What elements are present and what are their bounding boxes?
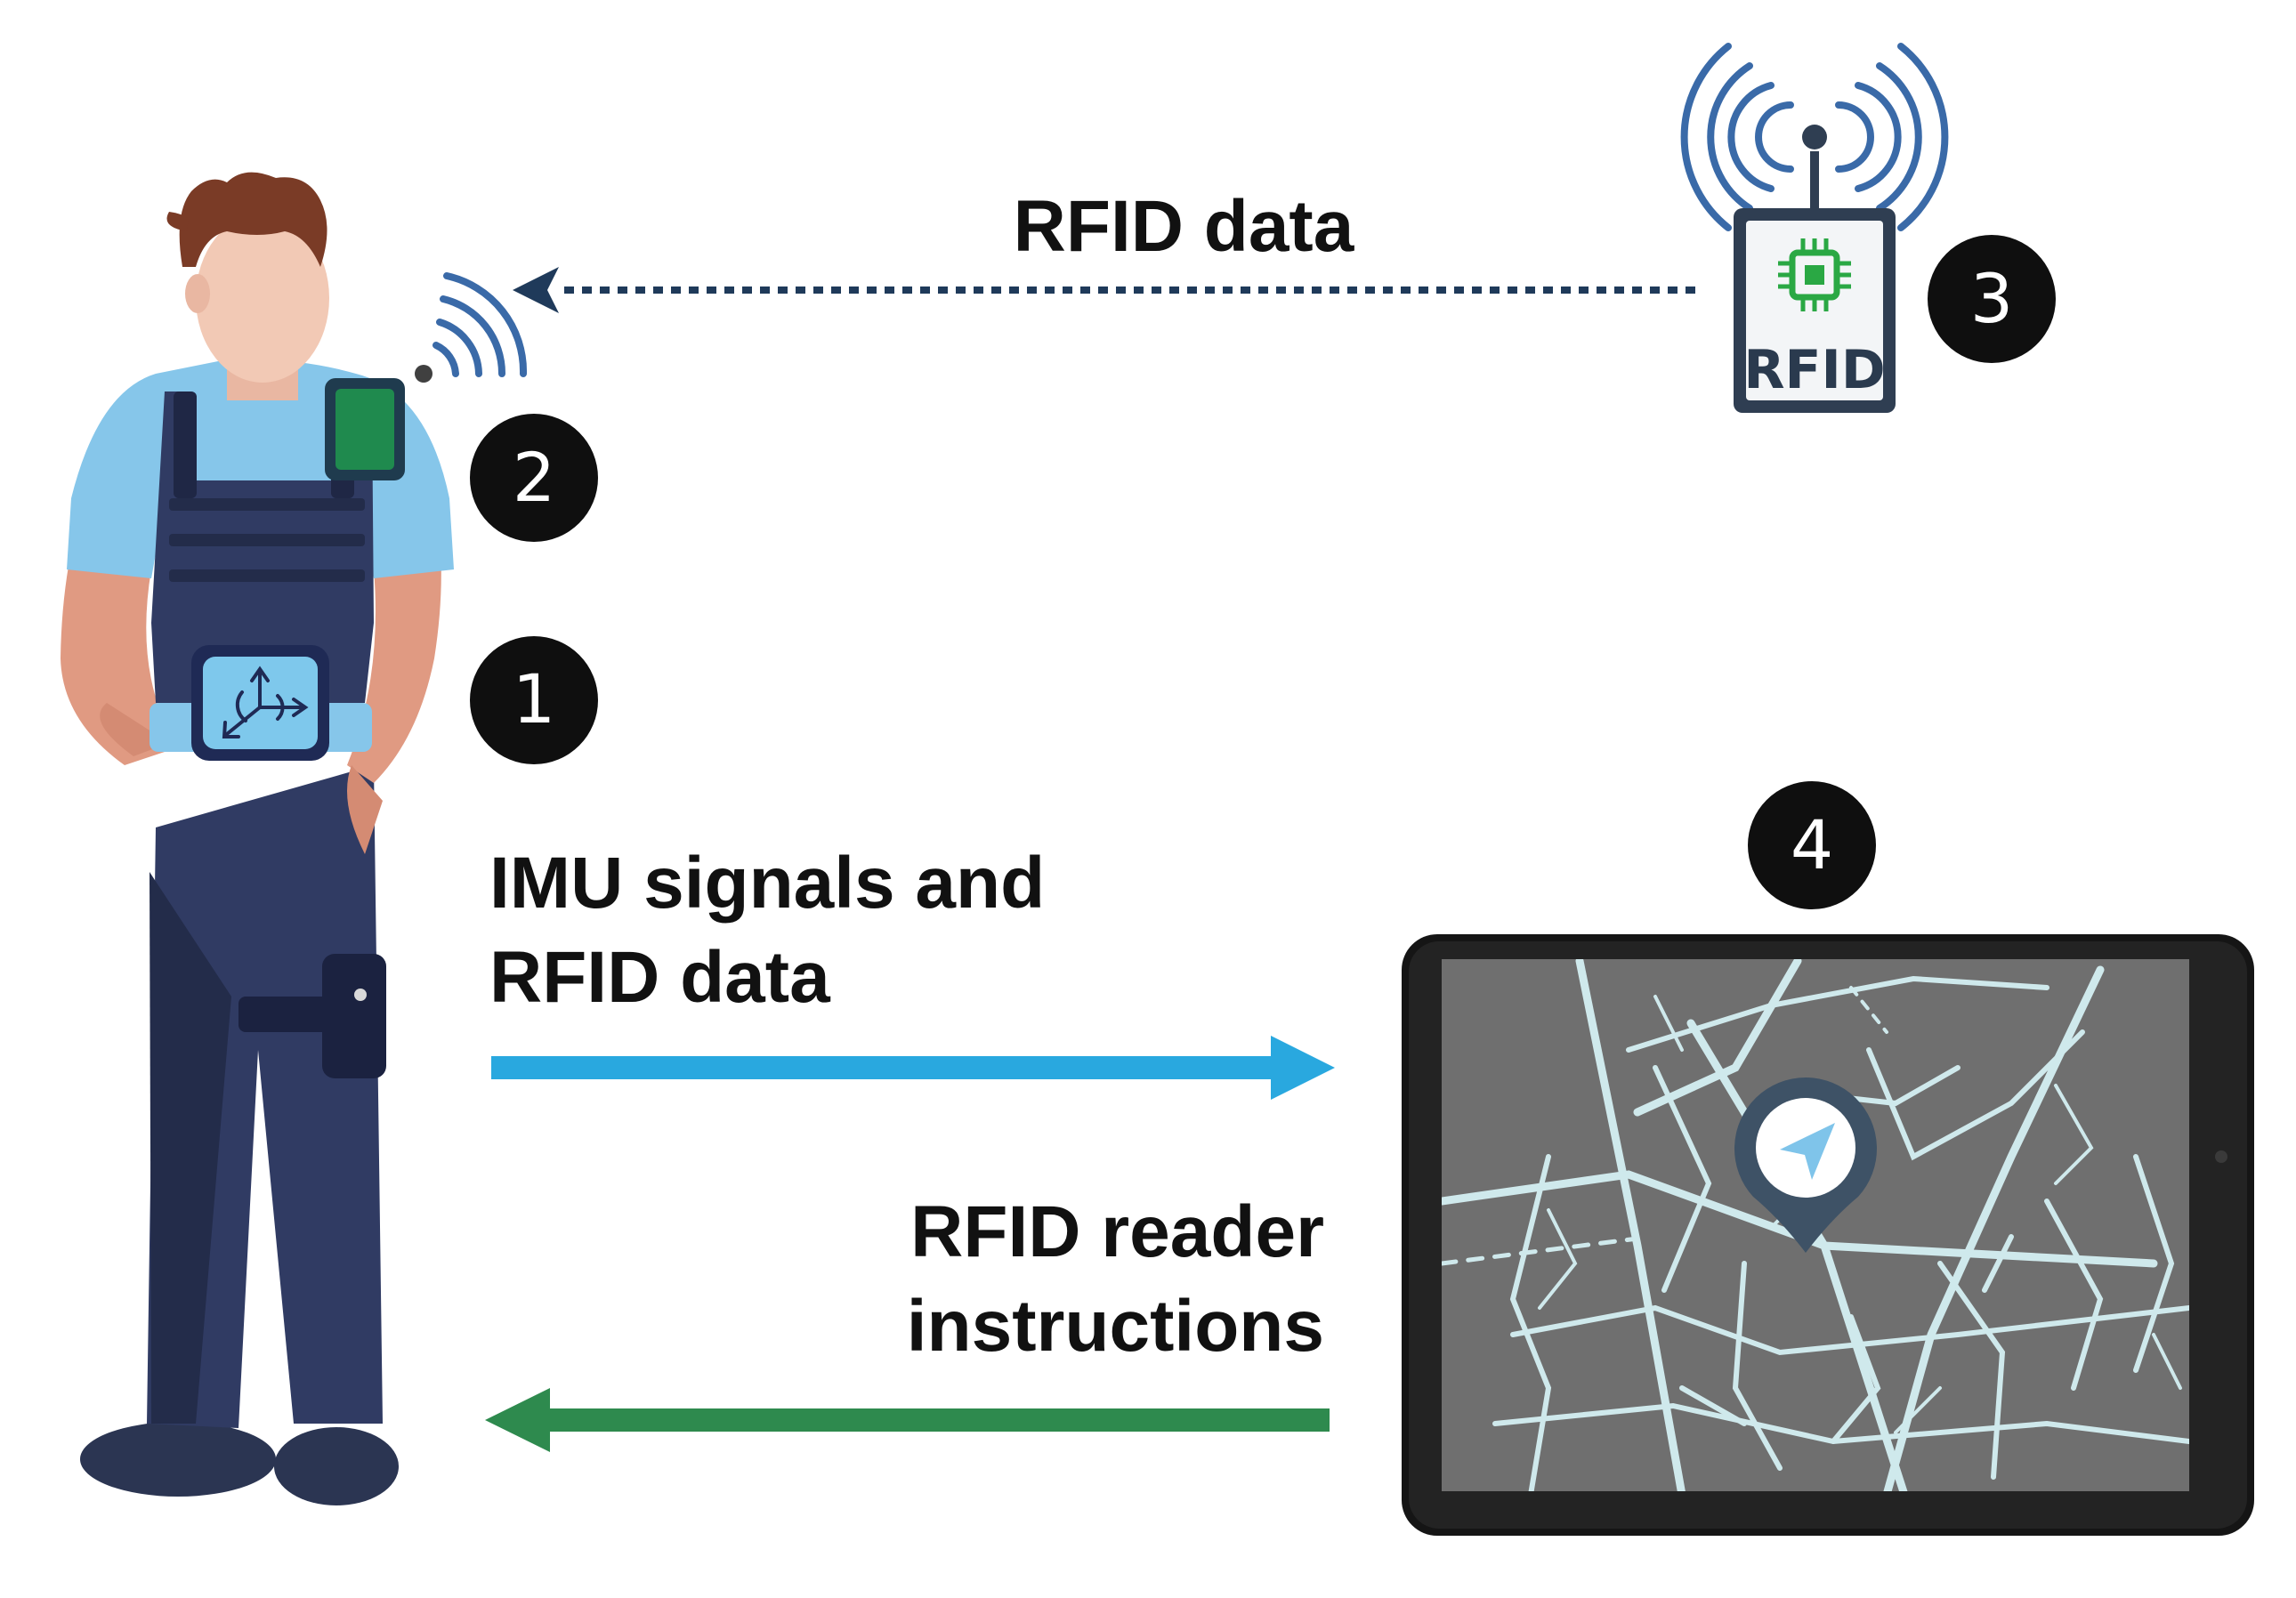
badge-4-number: 4 xyxy=(1791,805,1833,884)
imu-signals-label-line2: RFID data xyxy=(489,937,831,1018)
blue-arrow-imu xyxy=(491,1036,1335,1100)
badge-3: 3 xyxy=(1928,235,2056,363)
imu-signals-label-line1: IMU signals and xyxy=(489,843,1045,924)
location-pin-icon xyxy=(1734,1077,1877,1253)
imu-sensor-icon xyxy=(191,645,329,761)
rfid-reader-label: RFID xyxy=(1743,339,1885,401)
reader-instructions-label-line1: RFID reader xyxy=(910,1191,1324,1272)
green-arrow-reader xyxy=(485,1388,1330,1452)
tag-wireless-icon xyxy=(415,272,528,383)
badge-3-number: 3 xyxy=(1970,259,2013,338)
dotted-arrow-rfid xyxy=(513,267,1695,313)
badge-2: 2 xyxy=(470,414,598,542)
reader-instructions-label-line2: instructions xyxy=(907,1286,1324,1367)
chip-icon xyxy=(1778,238,1851,311)
rfid-reader-icon: RFID xyxy=(1680,43,1949,413)
badge-1: 1 xyxy=(470,636,598,764)
rfid-data-label: RFID data xyxy=(1014,186,1355,267)
map-roads xyxy=(1442,959,2189,1491)
badge-4: 4 xyxy=(1748,781,1876,909)
person-figure xyxy=(61,172,454,1505)
wearable-tag-icon xyxy=(325,378,405,480)
badge-1-number: 1 xyxy=(513,659,555,738)
tablet-map-icon xyxy=(1402,934,2254,1536)
badge-2-number: 2 xyxy=(513,438,555,517)
